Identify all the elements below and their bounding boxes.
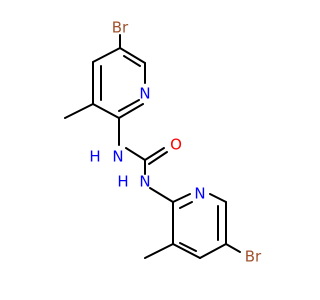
atom-label-n-top-ring: N [139, 85, 150, 103]
diagram-background [0, 0, 300, 300]
atom-label-n-bottom-ring: N [194, 185, 205, 203]
atom-label-h-left: H [89, 148, 100, 166]
bond-bottom-c2-n1 [172, 193, 191, 203]
bond-bottom-c4-c3-double [179, 242, 197, 252]
atom-label-br-top: Br [112, 19, 129, 37]
chemical-structure-diagram: Br N H N O H N N Br [0, 0, 300, 300]
bond-top-c5-c6-double [123, 55, 141, 67]
bond-carbon-oxygen [144, 147, 165, 161]
bond-left-n-carbon [125, 147, 146, 161]
bond-bottom-c5-c4 [199, 243, 227, 259]
atom-label-o-carbonyl: O [170, 136, 182, 154]
bond-bottom-c5-br [225, 243, 241, 253]
bond-bottom-n1-c6 [209, 193, 227, 203]
bond-bottom-nh-c2 [149, 187, 174, 203]
bond-carbon-oxygen-double [148, 151, 168, 165]
bond-top-n1-c2 [118, 103, 144, 119]
bond-top-c4-c5 [92, 47, 121, 63]
bond-top-c5-c6 [119, 47, 146, 64]
atom-label-n-right: N [139, 173, 150, 191]
bond-bottom-c2-n1-double [179, 201, 193, 209]
atom-label-h-right: H [117, 173, 128, 191]
bottom-pyridine-ring [144, 187, 241, 259]
top-pyridine-ring [64, 34, 146, 146]
urea-core [125, 147, 168, 175]
bond-top-c3-methyl [64, 103, 94, 119]
bond-bottom-c4-c3 [172, 243, 201, 259]
bond-bottom-c3-methyl [144, 243, 174, 259]
bond-top-c2-c3 [92, 103, 120, 119]
atom-label-br-bottom: Br [245, 248, 262, 266]
bond-top-n1-c2-double [118, 99, 140, 112]
atom-label-n-left: N [112, 148, 123, 166]
